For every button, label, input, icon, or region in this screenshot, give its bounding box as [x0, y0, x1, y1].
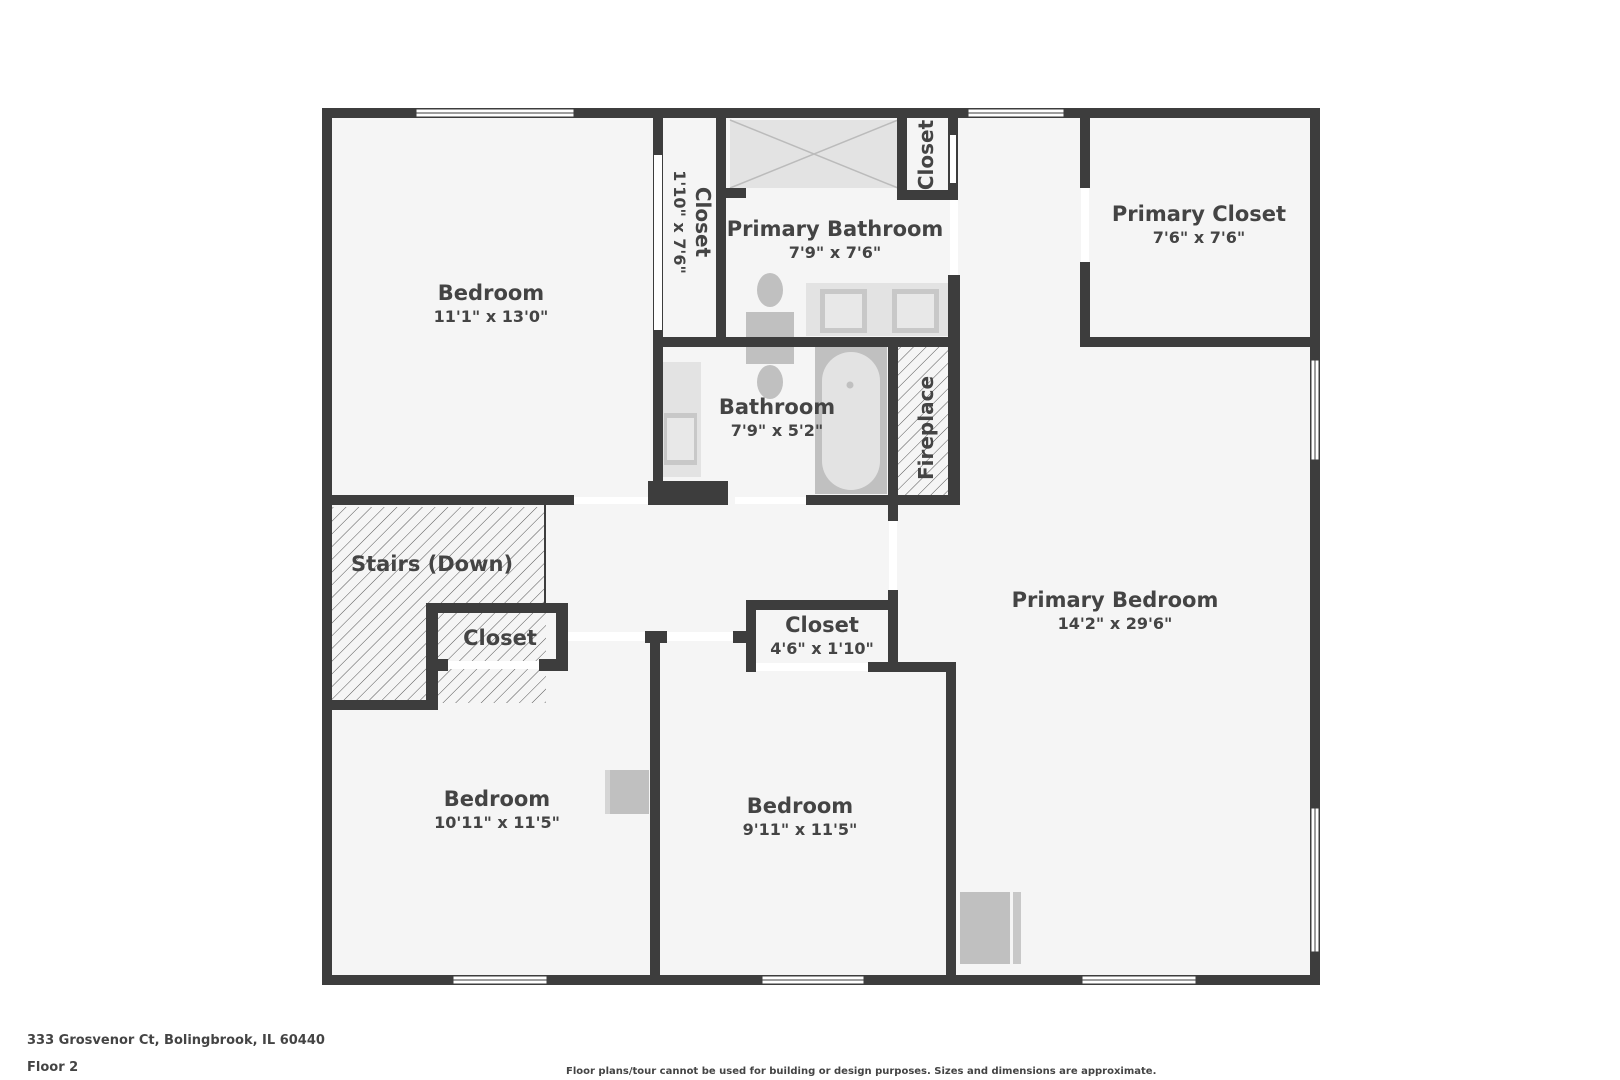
room-name: Closet — [463, 626, 537, 650]
property-address: 333 Grosvenor Ct, Bolingbrook, IL 60440 — [27, 1033, 325, 1048]
room-dims: 7'9" x 7'6" — [788, 243, 882, 262]
fireplace-hatch — [898, 347, 952, 495]
room-name: Closet — [785, 613, 859, 637]
room-fireplace: Fireplace — [913, 376, 939, 480]
room-name: Bedroom — [443, 787, 551, 811]
room-name: Stairs (Down) — [350, 552, 514, 576]
room-name: Fireplace — [914, 375, 938, 481]
dresser-sw — [605, 770, 649, 814]
room-name: Primary Closet — [1111, 202, 1287, 226]
room-dims: 7'6" x 7'6" — [1152, 228, 1246, 247]
room-dims: 11'1" x 13'0" — [433, 307, 549, 326]
room-bathroom: Bathroom 7'9" x 5'2" — [719, 394, 835, 442]
room-dims: 14'2" x 29'6" — [1057, 614, 1173, 633]
room-dims: 4'6" x 1'10" — [770, 639, 874, 658]
room-dims: 1'10" x 7'6" — [670, 170, 689, 274]
room-dims: 10'11" x 11'5" — [434, 813, 560, 832]
room-primary-bedroom: Primary Bedroom 14'2" x 29'6" — [1012, 587, 1219, 635]
dresser-primary — [960, 892, 1010, 964]
room-dims: 9'11" x 11'5" — [742, 820, 858, 839]
room-closet-shower: Closet — [913, 120, 939, 190]
room-name: Primary Bedroom — [1011, 588, 1219, 612]
room-closet-hall-e: Closet 4'6" x 1'10" — [770, 612, 874, 660]
room-name: Bedroom — [746, 794, 854, 818]
room-name: Closet — [691, 186, 715, 258]
room-closet-hall-w: Closet — [463, 625, 537, 651]
room-name: Closet — [914, 119, 938, 191]
room-bedroom-s: Bedroom 9'11" x 11'5" — [743, 793, 858, 841]
toilet — [757, 273, 783, 307]
room-closet-nw: Closet 1'10" x 7'6" — [668, 170, 716, 274]
room-dims: 7'9" x 5'2" — [730, 421, 824, 440]
room-stairs: Stairs (Down) — [351, 551, 513, 577]
windows — [415, 108, 1320, 985]
room-primary-bathroom: Primary Bathroom 7'9" x 7'6" — [727, 216, 944, 264]
floor-label: Floor 2 — [27, 1060, 79, 1075]
room-name: Primary Bathroom — [726, 217, 944, 241]
room-name: Bedroom — [437, 281, 545, 305]
door-openings — [448, 135, 1089, 671]
room-name: Bathroom — [718, 395, 836, 419]
room-primary-closet: Primary Closet 7'6" x 7'6" — [1112, 201, 1286, 249]
room-bedroom-sw: Bedroom 10'11" x 11'5" — [434, 786, 560, 834]
room-bedroom-nw: Bedroom 11'1" x 13'0" — [434, 280, 549, 328]
disclaimer: Floor plans/tour cannot be used for buil… — [566, 1066, 1157, 1077]
